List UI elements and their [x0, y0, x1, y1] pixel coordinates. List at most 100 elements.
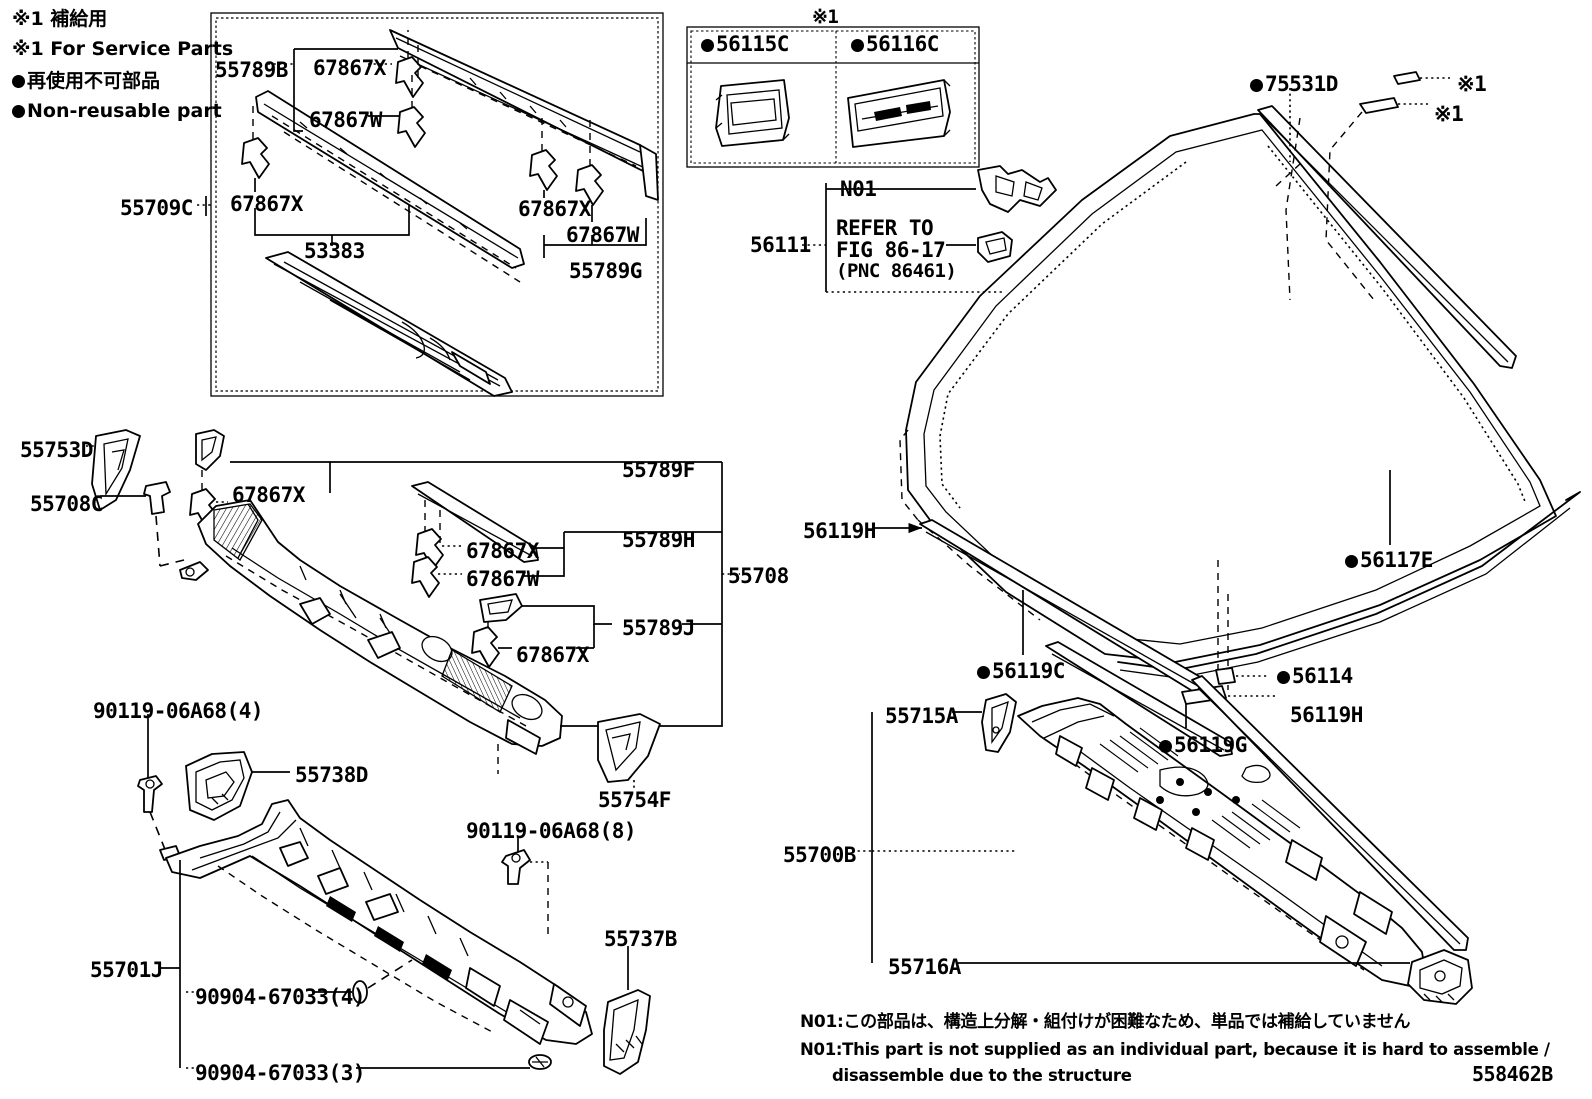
part-code-text: 55700B — [783, 843, 856, 867]
part-callout-67867X: 67867X — [518, 199, 591, 220]
part-callout-1: ※1 — [1434, 102, 1464, 126]
note-line-jp: N01:この部品は、構造上分解・組付けが困難なため、単品では補給していません — [800, 1012, 1411, 1032]
legend-line-4: Non-reusable part — [12, 102, 222, 121]
part-callout-55789F: 55789F — [622, 460, 695, 481]
part-callout-56119H: 56119H — [1290, 705, 1363, 726]
part-callout-67867W: 67867W — [309, 110, 382, 131]
part-code-text: 55789J — [622, 616, 695, 640]
part-code-text: 67867W — [466, 567, 539, 591]
diagram-id: 558462B — [1472, 1062, 1553, 1086]
part-callout-56117E: 56117E — [1345, 550, 1433, 571]
part-code-56111: 56111 — [750, 233, 811, 257]
part-code-text: 56119H — [803, 519, 876, 543]
part-code-text: 90119-06A68(8) — [466, 819, 637, 843]
part-callout-90119-06A688: 90119-06A68(8) — [466, 819, 637, 843]
part-callout-67867W: 67867W — [466, 569, 539, 590]
part-code-text: 75531D — [1265, 72, 1338, 96]
part-callout-55737B: 55737B — [604, 929, 677, 950]
non-reusable-dot-icon-56119C — [977, 666, 990, 679]
part-callout-1: ※1 — [1457, 72, 1487, 96]
non-reusable-dot-icon — [12, 75, 25, 88]
part-callout-55738D: 55738D — [295, 765, 368, 786]
legend-line-2: ※1 For Service Parts — [12, 40, 233, 59]
part-callout-55701J: 55701J — [90, 960, 163, 981]
part-callout-55789J: 55789J — [622, 618, 695, 639]
part-callout-55709C: 55709C — [120, 198, 193, 219]
refer-line-2: FIG 86-17 — [836, 238, 946, 262]
part-callout-90119-06A684: 90119-06A68(4) — [93, 699, 264, 723]
legend-text-jp-service: ※1 補給用 — [12, 8, 108, 30]
part-code-text: 55789H — [622, 528, 695, 552]
note-line-en-2: disassemble due to the structure — [832, 1066, 1132, 1085]
part-callout-55715A: 55715A — [885, 706, 958, 727]
part-code-text: 55753D — [20, 438, 93, 462]
part-code-text: 56114 — [1292, 664, 1353, 688]
part-code-text: 55789G — [569, 259, 642, 283]
part-code-text: 56119G — [1174, 733, 1247, 757]
non-reusable-dot-icon-56114 — [1277, 671, 1290, 684]
part-callout-55708: 55708 — [728, 566, 789, 587]
part-code-text: 55754F — [598, 788, 671, 812]
service-parts-cell-56116C: 56116C — [851, 34, 939, 55]
non-reusable-dot-icon-56115C — [701, 39, 714, 52]
non-reusable-dot-icon-56119G — [1159, 740, 1172, 753]
n01-label: N01 — [840, 177, 877, 201]
legend-line-3: 再使用不可部品 — [12, 72, 160, 91]
part-callout-55708C: 55708C — [30, 494, 103, 515]
part-code-text: 56119H — [1290, 703, 1363, 727]
part-code-text: 90904-67033(4) — [195, 985, 366, 1009]
part-callout-55716A: 55716A — [888, 957, 961, 978]
part-code-text: 90119-06A68(4) — [93, 699, 264, 723]
note-line-en-1: N01:This part is not supplied as an indi… — [800, 1040, 1550, 1059]
part-code-text: 67867X — [313, 56, 386, 80]
part-callout-55700B: 55700B — [783, 845, 856, 866]
part-callout-67867X: 67867X — [313, 58, 386, 79]
part-code-text: 55738D — [295, 763, 368, 787]
legend-line-1: ※1 補給用 — [12, 10, 107, 29]
part-callout-90904-670334: 90904-67033(4) — [195, 985, 366, 1009]
legend-text-en-service: ※1 For Service Parts — [12, 38, 234, 60]
part-code-text: 56117E — [1360, 548, 1433, 572]
part-code-56116C: 56116C — [866, 32, 939, 56]
non-reusable-dot-icon-75531D — [1250, 79, 1263, 92]
part-callout-55789G: 55789G — [569, 261, 642, 282]
part-code-text: 55708 — [728, 564, 789, 588]
part-callout-67867X: 67867X — [232, 485, 305, 506]
part-code-text: 67867X — [232, 483, 305, 507]
part-callout-56119G: 56119G — [1159, 735, 1247, 756]
legend-text-jp-nonreusable: 再使用不可部品 — [27, 70, 161, 92]
part-callout-56114: 56114 — [1277, 666, 1353, 687]
part-callout-67867W: 67867W — [566, 225, 639, 246]
part-code-text: 90904-67033(3) — [195, 1061, 366, 1085]
part-code-text: 67867W — [309, 108, 382, 132]
refer-line-1: REFER TO — [836, 216, 934, 240]
part-callout-75531D: 75531D — [1250, 74, 1338, 95]
part-code-text: 55789B — [215, 58, 288, 82]
refer-line-3: (PNC 86461) — [836, 260, 957, 282]
part-code-text: 55716A — [888, 955, 961, 979]
legend-text-en-nonreusable: Non-reusable part — [27, 100, 222, 122]
part-callout-55754F: 55754F — [598, 790, 671, 811]
non-reusable-dot-icon-2 — [12, 105, 25, 118]
non-reusable-dot-icon-56116C — [851, 39, 864, 52]
part-code-text: 67867X — [518, 197, 591, 221]
part-code-text: 56119C — [992, 659, 1065, 683]
part-callout-53383: 53383 — [304, 241, 365, 262]
part-code-text: ※1 — [1457, 72, 1487, 96]
part-code-text: 67867X — [516, 643, 589, 667]
service-parts-box-header-mark: ※1 — [812, 6, 839, 28]
part-callout-67867X: 67867X — [466, 541, 539, 562]
part-code-text: 55709C — [120, 196, 193, 220]
part-callout-56119H: 56119H — [803, 521, 876, 542]
part-callout-56119C: 56119C — [977, 661, 1065, 682]
part-callout-55753D: 55753D — [20, 440, 93, 461]
part-code-text: 53383 — [304, 239, 365, 263]
part-code-text: 55708C — [30, 492, 103, 516]
part-code-56115C: 56115C — [716, 32, 789, 56]
non-reusable-dot-icon-56117E — [1345, 555, 1358, 568]
part-callout-90904-670333: 90904-67033(3) — [195, 1061, 366, 1085]
part-code-text: 55737B — [604, 927, 677, 951]
part-code-text: ※1 — [1434, 102, 1464, 126]
part-callout-67867X: 67867X — [230, 194, 303, 215]
part-callout-55789H: 55789H — [622, 530, 695, 551]
